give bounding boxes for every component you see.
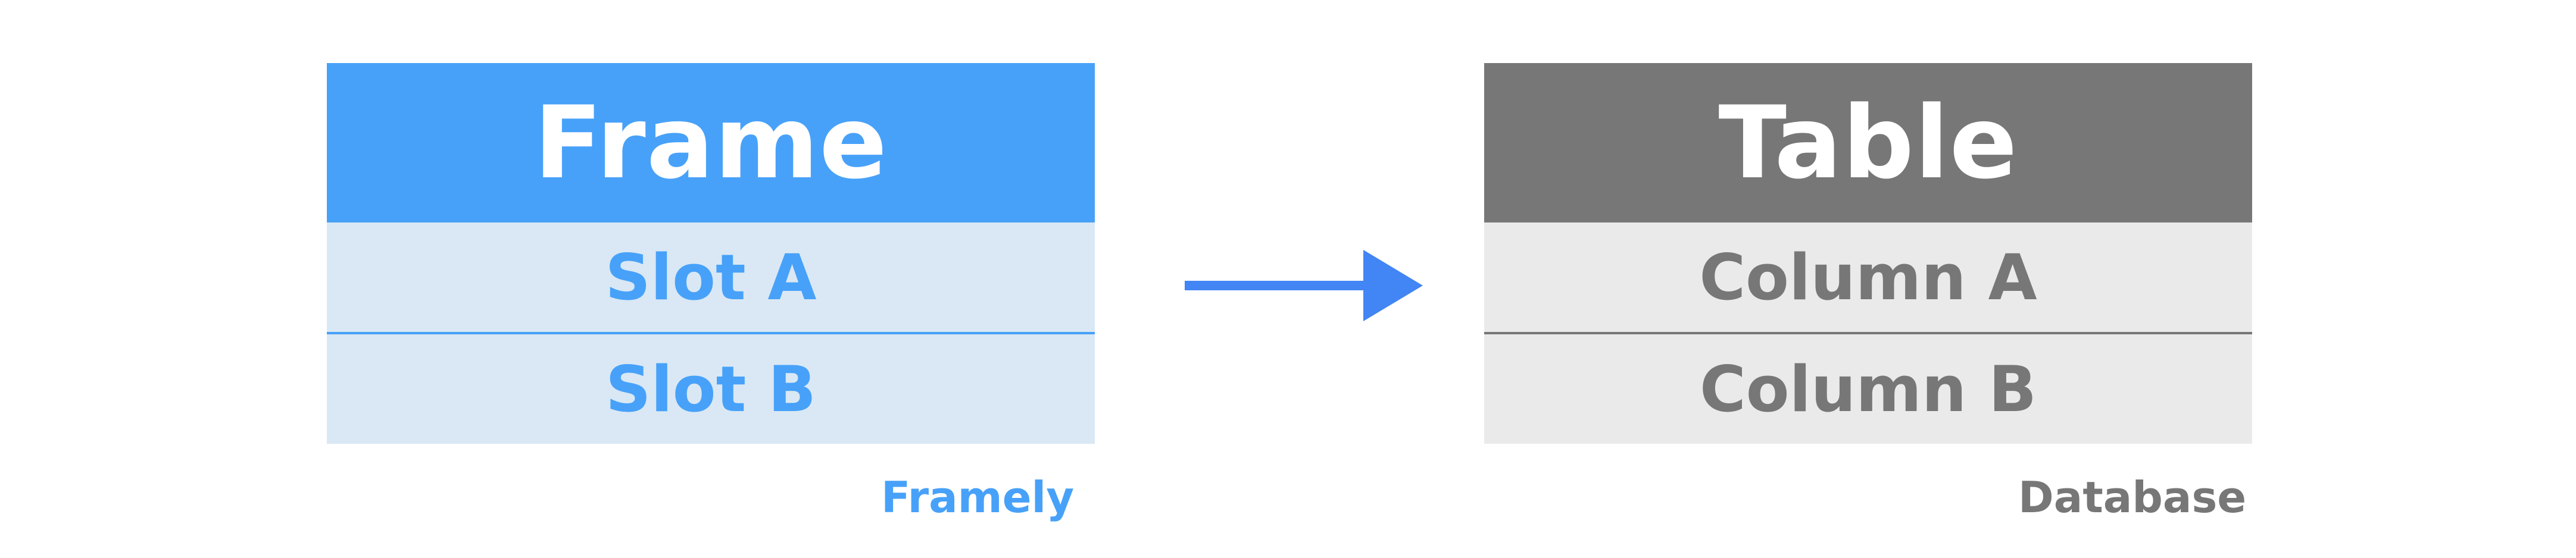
table-header: Table [1484, 63, 2252, 222]
database-caption: Database [2018, 472, 2247, 522]
arrow-right-icon [1185, 250, 1423, 321]
table-row-divider [1484, 332, 2252, 334]
frame-header: Frame [327, 63, 1095, 222]
table-box: Table Column A Column B [1484, 63, 2252, 444]
table-column-a: Column A [1484, 222, 2252, 332]
arrow-head [1363, 250, 1423, 321]
framely-caption: Framely [881, 472, 1075, 522]
frame-box: Frame Slot A Slot B [327, 63, 1095, 444]
frame-slot-b: Slot B [327, 334, 1095, 444]
frame-row-divider [327, 332, 1095, 334]
frame-slot-a: Slot A [327, 222, 1095, 332]
table-column-b: Column B [1484, 334, 2252, 444]
